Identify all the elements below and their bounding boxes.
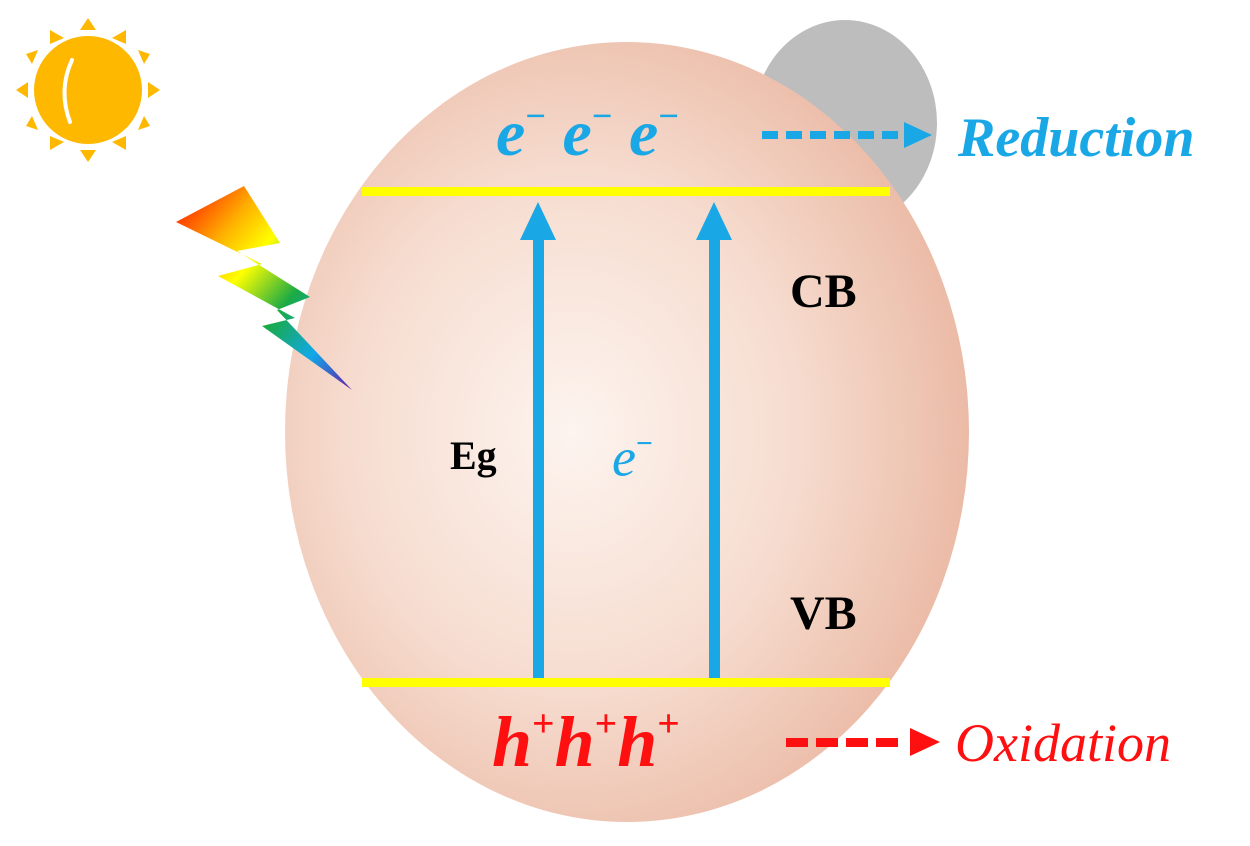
valence-band-line (362, 678, 890, 687)
conduction-band-label: CB (790, 265, 857, 318)
rainbow-lightning-icon (176, 186, 352, 390)
reduction-arrow (762, 122, 932, 148)
electron-3: e− (628, 96, 679, 171)
reduction-label: Reduction (958, 107, 1195, 169)
band-gap-label: Eg (450, 433, 497, 478)
hole-1: h+ (492, 701, 555, 782)
hole-3: h+ (617, 701, 680, 782)
electron-2: e− (562, 96, 613, 171)
conduction-electrons: e− e− e− (496, 98, 679, 167)
oxidation-label: Oxidation (955, 713, 1171, 773)
valence-holes: h+h+h+ (492, 703, 680, 777)
oxidation-arrow (786, 728, 940, 756)
excited-electron-label: e− (612, 427, 653, 488)
excitation-arrow-left (520, 202, 556, 678)
semiconductor-particle (285, 42, 969, 822)
valence-band-label: VB (790, 587, 857, 640)
electron-1: e− (496, 96, 546, 171)
sun-icon (16, 18, 160, 162)
conduction-band-line (362, 187, 890, 196)
excitation-arrow-right (696, 202, 732, 678)
hole-2: h+ (554, 701, 618, 782)
